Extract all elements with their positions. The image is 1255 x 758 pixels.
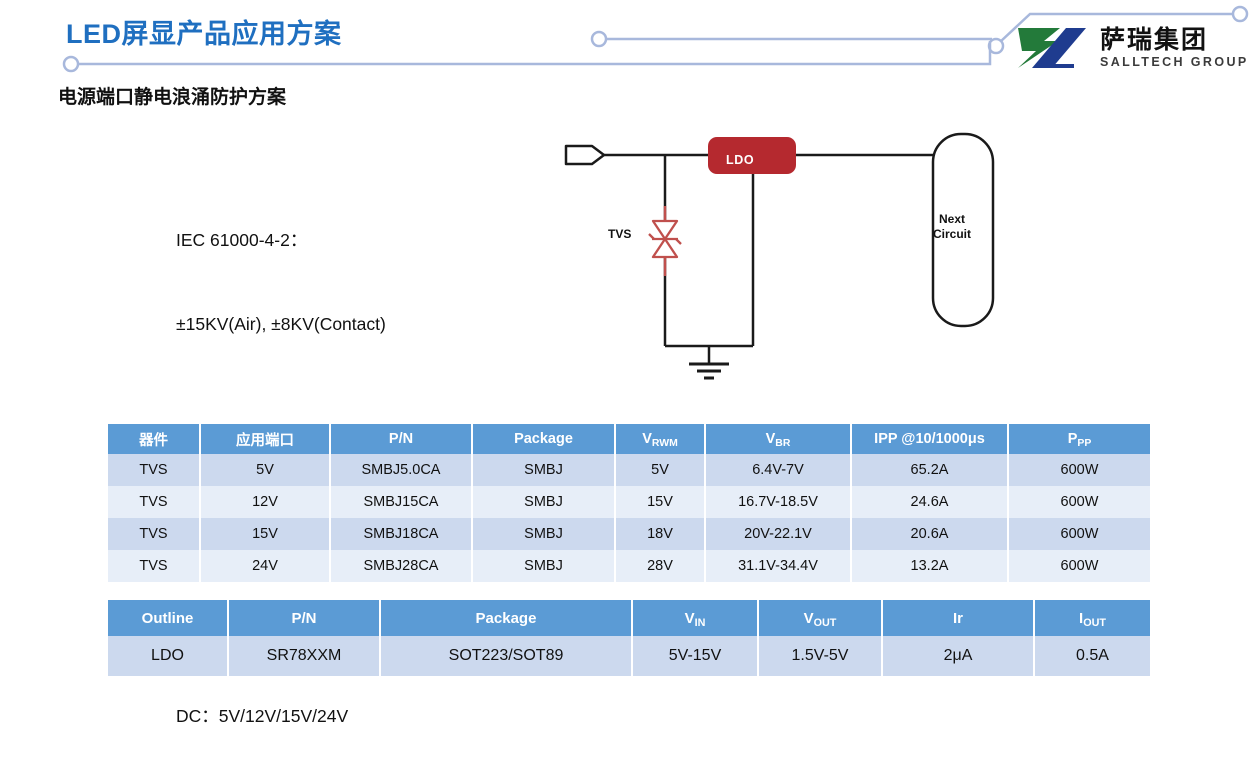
cell-device: TVS [108, 454, 201, 486]
cell-port: 5V [200, 454, 331, 486]
col-header-pn: P/N [330, 424, 473, 454]
table-row: LDO SR78XXM SOT223/SOT89 5V-15V 1.5V-5V … [108, 636, 1150, 676]
cell-device: TVS [108, 486, 201, 518]
cell-pn: SMBJ18CA [330, 518, 473, 550]
spec-line-iec61000-4-2: IEC 61000-4-2： [176, 230, 308, 250]
next-circuit-label: Next Circuit [933, 212, 972, 241]
circuit-diagram [564, 132, 995, 380]
col-header-outline: Outline [108, 600, 229, 636]
table-header-row: Outline P/N Package VIN VOUT Ir IOUT [108, 600, 1150, 636]
cell-ipp: 24.6A [851, 486, 1009, 518]
cell-ir: 2μA [882, 636, 1035, 676]
cell-outline: LDO [108, 636, 229, 676]
table-row: TVS 12V SMBJ15CA SMBJ 15V 16.7V-18.5V 24… [108, 486, 1150, 518]
cell-vbr: 31.1V-34.4V [705, 550, 852, 582]
cell-ipp: 65.2A [851, 454, 1009, 486]
page-title: LED屏显产品应用方案 [66, 19, 342, 49]
tvs-spec-table: 器件 应用端口 P/N Package VRWM VBR IPP @10/100… [108, 424, 1150, 582]
col-header-vrwm: VRWM [615, 424, 706, 454]
col-header-device: 器件 [108, 424, 201, 454]
cell-port: 15V [200, 518, 331, 550]
col-header-pn: P/N [228, 600, 381, 636]
cell-iout: 0.5A [1034, 636, 1150, 676]
col-header-ipp: IPP @10/1000μs [851, 424, 1009, 454]
cell-vrwm: 5V [615, 454, 706, 486]
cell-ipp: 13.2A [851, 550, 1009, 582]
cell-package: SMBJ [472, 550, 616, 582]
logo-text: 萨瑞集团 SALLTECH GROUP [1100, 25, 1249, 69]
cell-vin: 5V-15V [632, 636, 759, 676]
cell-package: SOT223/SOT89 [380, 636, 633, 676]
logo-name-cn: 萨瑞集团 [1100, 25, 1209, 54]
col-header-iout: IOUT [1034, 600, 1150, 636]
tvs-diode-symbol [648, 206, 682, 276]
next-circuit-block [931, 132, 995, 328]
cell-vbr: 16.7V-18.5V [705, 486, 852, 518]
ldo-block [708, 137, 796, 174]
salltech-logo-mark [1018, 28, 1086, 68]
cell-package: SMBJ [472, 518, 616, 550]
cell-package: SMBJ [472, 454, 616, 486]
section-subtitle: 电源端口静电浪涌防护方案 [58, 87, 287, 108]
cell-vout: 1.5V-5V [758, 636, 883, 676]
cell-device: TVS [108, 550, 201, 582]
company-logo: 萨瑞集团 SALLTECH GROUP [1014, 22, 1246, 74]
spec-line-dc-voltages: DC：5V/12V/15V/24V [176, 706, 349, 726]
cell-vrwm: 15V [615, 486, 706, 518]
cell-ppp: 600W [1008, 454, 1150, 486]
col-header-vbr: VBR [705, 424, 852, 454]
cell-ppp: 600W [1008, 486, 1150, 518]
ldo-spec-table: Outline P/N Package VIN VOUT Ir IOUT LDO… [108, 600, 1150, 676]
ldo-label: LDO [726, 153, 755, 167]
logo-name-en: SALLTECH GROUP [1100, 54, 1249, 69]
cell-ipp: 20.6A [851, 518, 1009, 550]
tvs-label: TVS [608, 227, 632, 241]
col-header-ppp: PPP [1008, 424, 1150, 454]
cell-ppp: 600W [1008, 518, 1150, 550]
col-header-package: Package [472, 424, 616, 454]
cell-device: TVS [108, 518, 201, 550]
col-header-port: 应用端口 [200, 424, 331, 454]
table-row: TVS 24V SMBJ28CA SMBJ 28V 31.1V-34.4V 13… [108, 550, 1150, 582]
cell-ppp: 600W [1008, 550, 1150, 582]
cell-port: 24V [200, 550, 331, 582]
col-header-vin: VIN [632, 600, 759, 636]
table-row: TVS 15V SMBJ18CA SMBJ 18V 20V-22.1V 20.6… [108, 518, 1150, 550]
ground-symbol [689, 362, 729, 380]
cell-port: 12V [200, 486, 331, 518]
cell-vbr: 6.4V-7V [705, 454, 852, 486]
cell-pn: SR78XXM [228, 636, 381, 676]
input-connector-icon [564, 144, 606, 166]
table-row: TVS 5V SMBJ5.0CA SMBJ 5V 6.4V-7V 65.2A 6… [108, 454, 1150, 486]
cell-vrwm: 18V [615, 518, 706, 550]
cell-package: SMBJ [472, 486, 616, 518]
cell-vbr: 20V-22.1V [705, 518, 852, 550]
cell-vrwm: 28V [615, 550, 706, 582]
cell-pn: SMBJ28CA [330, 550, 473, 582]
spec-line-esd-values: ±15KV(Air), ±8KV(Contact) [176, 314, 386, 334]
cell-pn: SMBJ15CA [330, 486, 473, 518]
col-header-package: Package [380, 600, 633, 636]
cell-pn: SMBJ5.0CA [330, 454, 473, 486]
col-header-ir: Ir [882, 600, 1035, 636]
table-header-row: 器件 应用端口 P/N Package VRWM VBR IPP @10/100… [108, 424, 1150, 454]
col-header-vout: VOUT [758, 600, 883, 636]
